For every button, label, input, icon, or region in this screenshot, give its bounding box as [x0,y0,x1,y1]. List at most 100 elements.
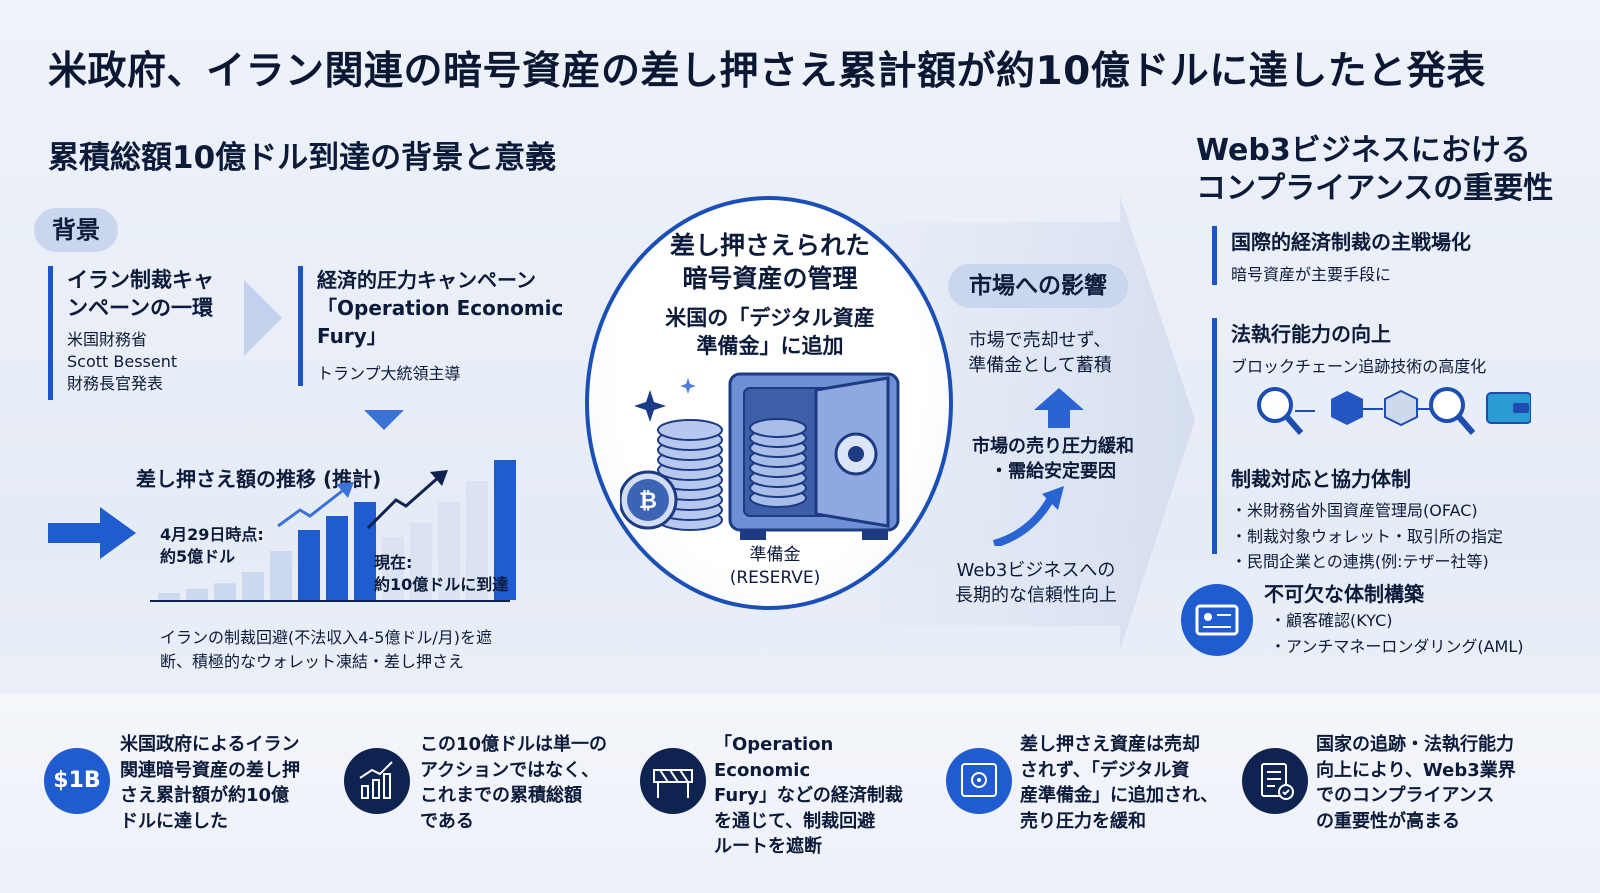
summary-3-line-3: を通じて、制裁回避 [714,810,876,832]
summary-5-line-2: 向上により、Web3業界 [1316,759,1516,781]
infrastructure-list: ・顧客確認(KYC) ・アンチマネーロンダリング(AML) [1270,608,1524,661]
sanctions-block: 国際的経済制裁の主戦場化 暗号資産が主要手段に [1212,226,1582,285]
summary-2-line-4: である [420,810,474,832]
left-section-title: 累積総額10億ドル到達の背景と意義 [48,140,557,176]
cooperation-heading: 制裁対応と協力体制 [1231,467,1411,491]
market-text-1-line-1: 市場で売却せず、 [968,330,1112,351]
reserve-label-1: 準備金 [749,545,801,565]
summary-band [0,693,1600,893]
safe-with-coins-illustration: ₿ [620,372,900,540]
summary-4-line-1: 差し押さえ資産は売却 [1020,734,1200,755]
chart-bar-12 [494,460,516,600]
infrastructure-heading: 不可欠な体制構築 [1264,582,1424,606]
oval-title-2: 暗号資産の管理 [682,263,858,293]
pressure-campaign-block: 経済的圧力キャンペーン 「Operation Economic Fury」 トラ… [298,266,578,386]
chart-bar-11 [466,481,488,600]
infrastructure-item-2: ・アンチマネーロンダリング(AML) [1270,637,1524,657]
trend-arrow-light [277,486,347,528]
campaign-heading-1: イラン制裁キャ [67,268,214,292]
right-title-line-2: コンプライアンスの重要性 [1196,170,1554,206]
bar-chart-icon [344,748,410,814]
summary-1-line-3: さえ累計額が約10億 [120,785,290,807]
campaign-sub-1: 米国財務省 [67,329,148,349]
market-text-1-line-2: 準備金として蓄積 [968,355,1112,377]
arrow-up-icon [1034,388,1084,428]
right-title-line-1: Web3ビジネスにおける [1196,133,1531,168]
chevron-right-icon [244,280,282,356]
point2-line-1: 現在: [374,553,413,572]
summary-text-1: 米国政府によるイラン 関連暗号資産の差し押 さえ累計額が約10億 ドルに達した [120,732,330,834]
svg-text:₿: ₿ [639,489,657,514]
market-text-3-line-2: 長期的な信頼性向上 [955,585,1117,607]
market-text-3-line-1: Web3ビジネスへの [956,560,1116,581]
market-text-2-line-2: ・需給安定要因 [990,461,1116,483]
summary-2-line-3: これまでの累積総額 [420,785,582,807]
background-pill: 背景 [34,208,118,252]
trend-arrow-dark [366,474,441,530]
id-card-icon [1181,584,1253,656]
enforcement-block: 法執行能力の向上 ブロックチェーン追跡技術の高度化 制裁対応と協力体制 ・米財務… [1212,318,1582,571]
cooperation-item-2: ・制裁対象ウォレット・取引所の指定 [1231,526,1504,546]
summary-1-line-4: ドルに達した [120,810,228,832]
summary-3-line-2: Fury」などの経済制裁 [714,785,903,807]
summary-5-line-1: 国家の追跡・法執行能力 [1316,734,1514,755]
point1-line-1: 4月29日時点: [160,525,264,544]
sparkle-icon [634,390,666,422]
oval-subtitle-1: 米国の「デジタル資産 [665,306,875,330]
pressure-heading-2: 「Operation Economic [317,296,564,320]
seizure-bar-chart [150,460,516,602]
right-section-title: Web3ビジネスにおける コンプライアンスの重要性 [1196,132,1553,207]
point2-line-2: 約10億ドルに到達 [374,575,509,595]
summary-1-line-2: 関連暗号資産の差し押 [120,759,300,781]
enforcement-sub: ブロックチェーン追跡技術の高度化 [1231,357,1487,376]
sanctions-heading: 国際的経済制裁の主戦場化 [1231,230,1471,254]
curved-arrow-icon [992,486,1064,546]
chart-bar-5 [298,530,320,600]
chart-bar-10 [438,502,460,600]
blockchain-trace-illustration [1257,387,1532,435]
vault-icon [946,748,1012,814]
point2-label: 現在: 約10億ドルに到達 [374,552,508,597]
market-text-2-line-1: 市場の売り圧力緩和 [972,436,1134,457]
trend-arrowhead-dark [430,470,448,486]
chevron-down-icon [364,410,404,430]
summary-text-4: 差し押さえ資産は売却 されず、「デジタル資 産準備金」に追加され、 売り圧力を緩… [1020,732,1230,834]
summary-text-3: 「Operation Economic Fury」などの経済制裁 を通じて、制裁… [714,732,924,860]
cooperation-item-3: ・民間企業との連携(例:テザー社等) [1231,552,1489,572]
chart-bar-9 [410,523,432,600]
market-impact-pill: 市場への影響 [948,264,1128,308]
page-title: 米政府、イラン関連の暗号資産の差し押さえ累計額が約10億ドルに達したと発表 [48,49,1486,94]
reserve-label-2: (RESERVE) [729,567,821,588]
summary-4-line-3: 産準備金」に追加され、 [1020,785,1219,807]
sparkle-icon-small [680,378,696,394]
checklist-icon [1242,748,1308,814]
campaign-sub-2: Scott Bessent [67,352,178,372]
infrastructure-item-1: ・顧客確認(KYC) [1270,611,1393,630]
point1-line-2: 約5億ドル [160,547,236,567]
chart-bar-6 [326,516,348,600]
chart-bar-0 [158,593,180,600]
summary-3-line-1: 「Operation Economic [714,734,834,781]
summary-2-line-2: アクションではなく、 [420,759,600,781]
summary-1-line-1: 米国政府によるイラン [120,734,300,755]
arrow-right-icon [48,507,136,559]
chart-bar-3 [242,572,264,600]
oval-subtitle-2: 準備金」に追加 [696,334,844,359]
summary-4-line-2: されず、「デジタル資 [1020,759,1190,781]
campaign-heading-2: ンペーンの一環 [67,296,213,321]
summary-4-line-4: 売り圧力を緩和 [1020,810,1146,832]
chart-caption: イランの制裁回避(不法収入4-5億ドル/月)を遮 断、積極的なウォレット凍結・差… [160,626,530,674]
chart-bar-8 [382,537,404,600]
cooperation-item-1: ・米財務省外国資産管理局(OFAC) [1231,501,1478,520]
one-billion-icon: $1B [44,748,110,814]
market-text-3: Web3ビジネスへの 長期的な信頼性向上 [936,558,1136,608]
summary-text-5: 国家の追跡・法執行能力 向上により、Web3業界 でのコンプライアンス の重要性… [1316,732,1556,834]
chart-bar-2 [214,583,236,600]
summary-5-line-3: でのコンプライアンス [1316,785,1495,807]
sanctions-sub: 暗号資産が主要手段に [1231,265,1392,284]
block-cube-icon-2 [1384,389,1418,427]
block-cube-icon [1331,391,1363,425]
chart-bar-1 [186,588,208,600]
oval-subtitle: 米国の「デジタル資産 準備金」に追加 [630,304,910,361]
